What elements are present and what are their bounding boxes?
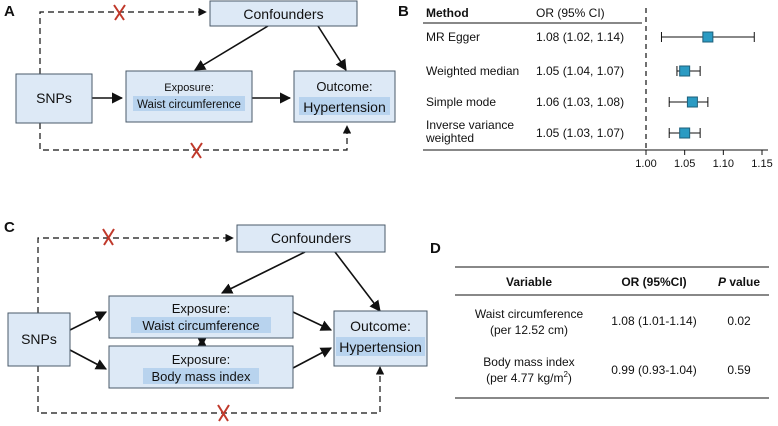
- confounders-to-outcome-arrow: [317, 25, 347, 71]
- panel-d-label: D: [430, 240, 441, 257]
- snps-box: [15, 73, 93, 124]
- forest-tick-label: 1.05: [674, 158, 695, 170]
- snps-box: [7, 312, 71, 367]
- row-or: 1.08 (1.01-1.14): [611, 314, 696, 328]
- table-row: Waist circumference (per 12.52 cm) 1.08 …: [475, 307, 751, 337]
- exposure-highlight: [133, 96, 245, 111]
- table-header-p: P value: [718, 275, 760, 289]
- forest-point-estimate: [679, 65, 691, 77]
- exposure-bmi-title: Exposure:: [172, 352, 231, 367]
- outcome-name: Hypertension: [303, 99, 386, 115]
- blocked-path-cross-icon: [190, 142, 203, 159]
- exposure-title: Exposure:: [164, 82, 214, 94]
- blocked-path-cross-icon: [217, 404, 230, 422]
- forest-method-label: Simple mode: [426, 95, 496, 109]
- forest-or-text: 1.06 (1.03, 1.08): [536, 95, 624, 109]
- row-variable: Body mass index: [483, 355, 574, 369]
- panel-c: C Confounders SNPs Exposure: Waist circu…: [4, 219, 428, 422]
- blocked-path-cross-icon: [102, 228, 115, 246]
- table-header-variable: Variable: [506, 275, 552, 289]
- row-variable-unit: (per 4.77 kg/m2): [486, 370, 572, 385]
- forest-marks: [660, 31, 755, 139]
- outcome-title: Outcome:: [350, 318, 411, 334]
- panel-b-label: B: [398, 3, 409, 20]
- snps-to-waist-arrow: [69, 311, 108, 331]
- confounders-label: Confounders: [243, 6, 323, 22]
- snps-to-outcome-dashed-arrow: [39, 123, 352, 151]
- confounders-to-outcome-arrow: [334, 251, 381, 312]
- snps-to-bmi-arrow: [69, 349, 107, 370]
- outcome-name: Hypertension: [339, 339, 422, 355]
- row-variable: Waist circumference: [475, 307, 584, 321]
- row-p-value: 0.59: [727, 363, 751, 377]
- forest-method-label: Inverse variance: [426, 118, 514, 132]
- table-header-or: OR (95%CI): [621, 275, 686, 289]
- outcome-title: Outcome:: [316, 79, 372, 94]
- forest-rows: MR Egger 1.08 (1.02, 1.14) Weighted median…: [425, 30, 624, 145]
- bmi-to-outcome-arrow: [292, 347, 332, 369]
- confounders-to-exposure-arrow: [194, 25, 269, 71]
- panel-c-label: C: [4, 219, 15, 236]
- forest-header-or: OR (95% CI): [536, 6, 605, 20]
- confounders-box: [209, 0, 358, 27]
- panel-b: B Method OR (95% CI) MR Egger 1.08 (1.02,…: [398, 3, 773, 170]
- row-or: 0.99 (0.93-1.04): [611, 363, 696, 377]
- forest-or-text: 1.05 (1.03, 1.07): [536, 126, 624, 140]
- row-variable-unit-main: (per 4.77 kg/m: [486, 371, 563, 385]
- forest-or-text: 1.05 (1.04, 1.07): [536, 64, 624, 78]
- confounders-label: Confounders: [271, 230, 351, 246]
- snps-label: SNPs: [36, 90, 72, 106]
- outcome-highlight: [299, 97, 390, 115]
- confounders-box: [236, 224, 386, 253]
- snps-to-confounders-dashed-arrow: [37, 233, 234, 313]
- forest-header-method: Method: [426, 6, 469, 20]
- forest-point-estimate: [679, 127, 691, 139]
- forest-ticks: 1.00 1.05 1.10 1.15: [635, 150, 773, 170]
- exposure-waist-highlight: [131, 317, 271, 333]
- snps-label: SNPs: [21, 331, 57, 347]
- forest-or-text: 1.08 (1.02, 1.14): [536, 30, 624, 44]
- exposure-bmi-name: Body mass index: [152, 369, 251, 384]
- row-p-value: 0.02: [727, 314, 751, 328]
- row-variable-unit-sup: 2: [563, 370, 568, 379]
- forest-tick-label: 1.15: [751, 158, 772, 170]
- panel-a-label: A: [4, 3, 15, 20]
- snps-to-outcome-dashed-arrow: [37, 366, 385, 414]
- forest-method-label-cont: weighted: [425, 131, 474, 145]
- outcome-highlight: [336, 337, 425, 356]
- forest-tick-label: 1.00: [635, 158, 656, 170]
- panel-a: A Confounders SNPs Exposure: Waist circu…: [4, 0, 396, 159]
- waist-to-outcome-arrow: [292, 311, 333, 331]
- snps-to-confounders-dashed-arrow: [39, 7, 207, 74]
- forest-point-estimate: [702, 31, 714, 43]
- exposure-waist-name: Waist circumference: [142, 318, 259, 333]
- table-header-p-rest: value: [726, 275, 760, 289]
- forest-method-label: Weighted median: [426, 64, 519, 78]
- forest-tick-label: 1.10: [713, 158, 734, 170]
- confounders-to-exposure-arrow: [220, 251, 306, 294]
- forest-point-estimate: [686, 96, 698, 108]
- panel-d: D Variable OR (95%CI) P value Waist circ…: [430, 240, 769, 399]
- forest-method-label: MR Egger: [426, 30, 480, 44]
- table-row: Body mass index (per 4.77 kg/m2) 0.99 (0…: [483, 355, 751, 385]
- row-variable-unit: (per 12.52 cm): [490, 323, 568, 337]
- exposure-name: Waist circumference: [137, 99, 241, 111]
- exposure-bmi-highlight: [143, 368, 259, 384]
- exposure-waist-title: Exposure:: [172, 301, 231, 316]
- blocked-path-cross-icon: [113, 4, 126, 21]
- row-variable-unit-end: ): [568, 371, 572, 385]
- table-header-p-italic: P: [718, 275, 727, 289]
